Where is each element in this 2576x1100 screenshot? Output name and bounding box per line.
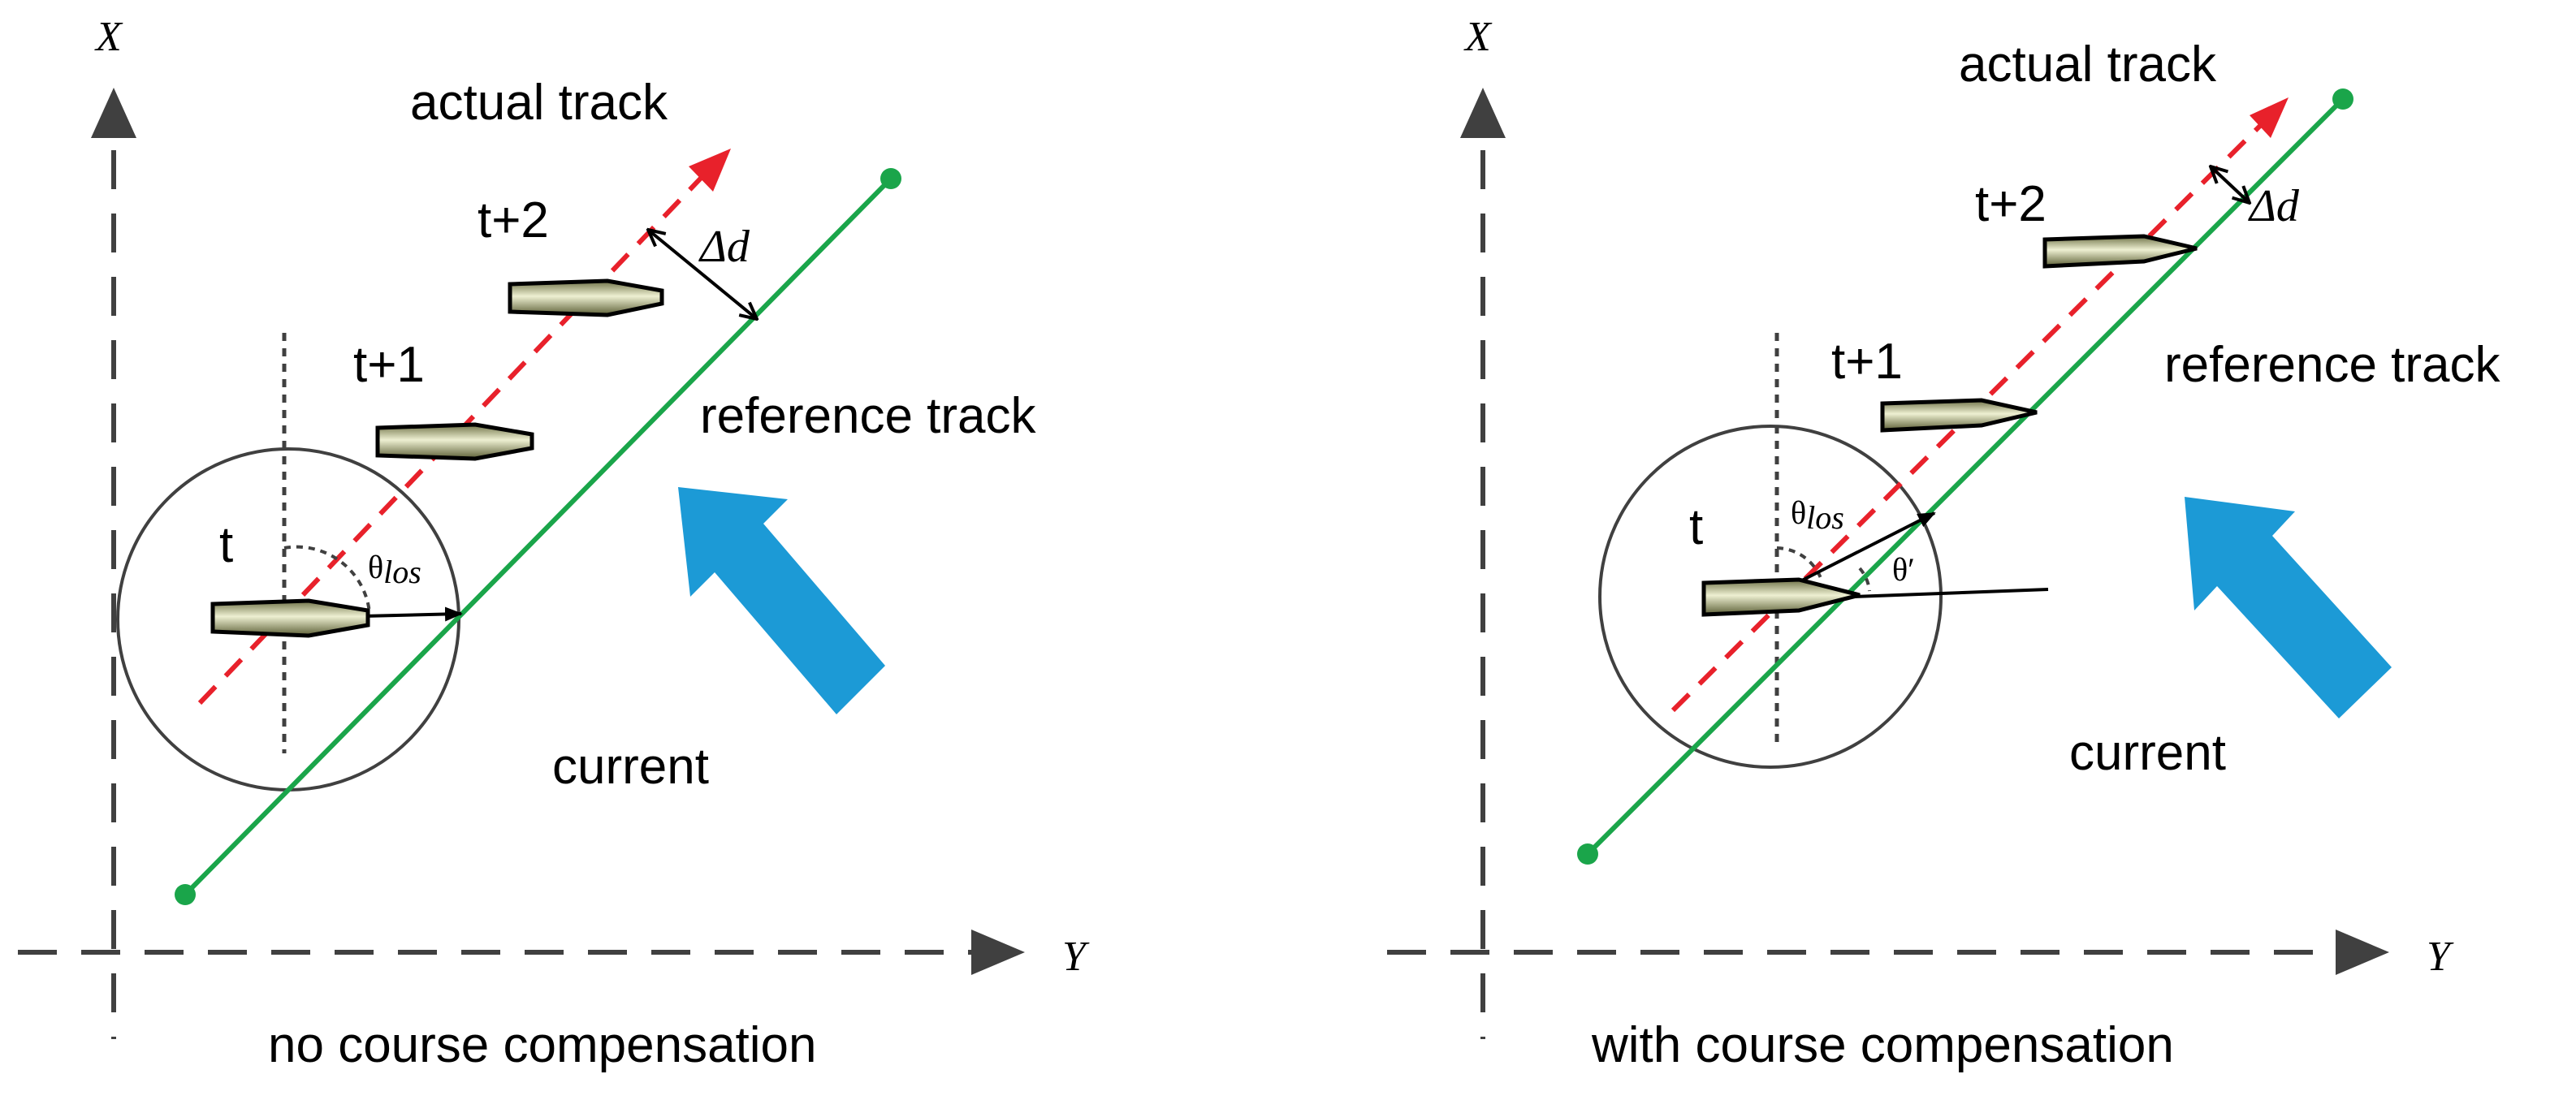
reference-track-label: reference track xyxy=(700,388,1037,444)
reference-track-line xyxy=(1585,97,2345,856)
x-axis-label: X xyxy=(1463,14,1493,60)
left-panel: X Y Δd actual track reference track t+2 … xyxy=(18,14,1090,1073)
current-arrow-icon xyxy=(678,487,885,714)
vessel-t2-icon xyxy=(2042,234,2198,269)
y-axis-label: Y xyxy=(1062,934,1090,980)
vessel-t2-icon xyxy=(508,278,664,317)
vessel-t-icon xyxy=(1701,577,1861,617)
right-axes: X Y xyxy=(1387,14,2454,1039)
y-axis-arrow-icon xyxy=(971,930,1025,975)
vessel-t-icon xyxy=(210,598,370,638)
actual-track-arrow-icon xyxy=(2250,97,2289,138)
theta-prime-arc xyxy=(1858,567,1871,592)
delta-d-label: Δd xyxy=(2248,181,2300,231)
current-label: current xyxy=(552,739,709,795)
theta-los-arc xyxy=(283,545,371,614)
reference-track-line xyxy=(183,176,893,897)
actual-track-label: actual track xyxy=(410,75,668,131)
y-axis-label: Y xyxy=(2427,934,2454,980)
caption-left: no course compensation xyxy=(268,1017,817,1073)
delta-d-arrow xyxy=(2211,166,2250,203)
theta-los-label: θlos xyxy=(368,549,421,590)
t-label: t xyxy=(1689,499,1703,555)
x-axis-arrow-icon xyxy=(1460,88,1506,138)
current-arrow-icon xyxy=(2185,497,2392,718)
reference-end-point xyxy=(880,168,901,189)
reference-start-point xyxy=(1577,843,1598,865)
left-axes: X Y xyxy=(18,14,1090,1039)
caption-right: with course compensation xyxy=(1591,1017,2174,1073)
reference-start-point xyxy=(175,884,196,905)
x-axis-arrow-icon xyxy=(91,88,136,138)
y-axis-arrow-icon xyxy=(2336,930,2389,975)
t2-label: t+2 xyxy=(1975,176,2047,232)
right-panel: X Y Δd actual track reference track t+2 … xyxy=(1387,14,2501,1073)
reference-track-label: reference track xyxy=(2164,337,2501,393)
t2-label: t+2 xyxy=(478,192,549,248)
theta-prime-label: θ′ xyxy=(1892,551,1915,588)
actual-track-arrow-icon xyxy=(689,149,731,192)
actual-track-label: actual track xyxy=(1959,37,2217,93)
los-vector-arrow xyxy=(1790,511,1936,588)
vessel-t1-icon xyxy=(375,422,534,461)
vessel-t1-icon xyxy=(1880,398,2038,433)
theta-los-label: θlos xyxy=(1791,494,1844,536)
los-circle xyxy=(1598,425,1943,769)
current-label: current xyxy=(2069,725,2226,781)
t-label: t xyxy=(219,517,233,573)
reference-end-point xyxy=(2332,88,2353,110)
t1-label: t+1 xyxy=(353,337,425,393)
delta-d-label: Δd xyxy=(698,222,750,272)
x-axis-label: X xyxy=(94,14,123,60)
delta-d-arrow xyxy=(648,230,757,319)
t1-label: t+1 xyxy=(1831,334,1903,390)
